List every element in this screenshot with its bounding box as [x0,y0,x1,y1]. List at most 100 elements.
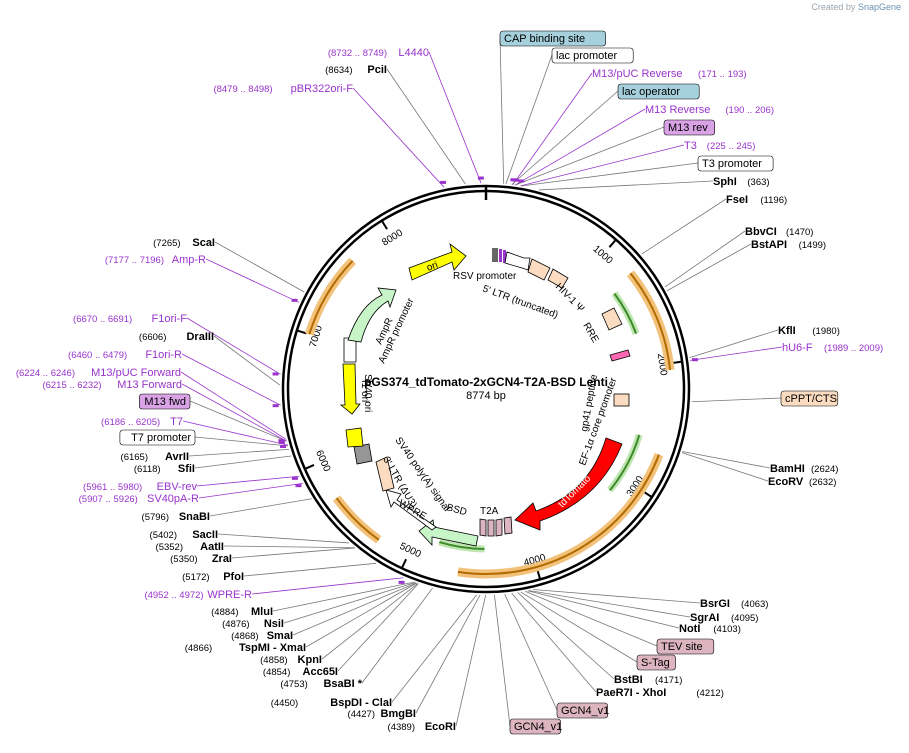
paer7i-label-group[interactable]: PaeR7I - XhoI(4212) [596,687,724,699]
sv40polya-feature[interactable] [353,443,373,465]
sv40par-label-group[interactable]: SV40pA-R(5907 .. 5926) [79,493,199,505]
wpre-feature[interactable] [385,489,437,531]
ltr5-feature[interactable] [527,258,551,281]
bmgbi-label-group[interactable]: BmgBI(4427) [348,708,416,720]
f1orir-label-group[interactable]: F1ori-R(6460 .. 6479) [68,349,182,361]
m13pucfwd-label-group[interactable]: M13/pUC Forward(6224 .. 6246) [16,367,181,379]
wprer-label-group[interactable]: WPRE-R(4952 .. 4972) [144,589,252,601]
gp41-feature[interactable] [609,349,631,362]
t2a-feature[interactable] [503,516,513,535]
credit-prefix: Created by [811,2,856,12]
f1orif-label-group[interactable]: F1ori-F(6670 .. 6691) [73,313,187,325]
sphi-label-group[interactable]: SphI(363) [713,176,770,188]
gcn4b-label-group[interactable]: GCN4_v1 [509,718,562,735]
fsei-leader [641,198,727,255]
cppt-feature[interactable] [613,393,630,407]
lacop-label-group[interactable]: lac operator [617,83,700,100]
m13rev-range: (190 .. 206) [725,105,774,116]
sphi-name: SphI [713,176,737,188]
bspdi-label-group[interactable]: BspDI - ClaI(4450) [271,697,392,709]
kfli-label-group[interactable]: KflI(1980) [778,325,840,337]
m13revbox-label-group[interactable]: M13 rev [663,119,716,136]
ltr3-feature[interactable] [375,456,395,492]
ecorv-label-group[interactable]: EcoRV(2632) [768,476,836,488]
t7-label-group[interactable]: T7(6186 .. 6205) [101,416,183,428]
l4440-leader [428,51,482,184]
noti-label-group[interactable]: NotI(4103) [679,623,741,635]
paer7i-leader [511,593,597,693]
l4440-label-group[interactable]: L4440(8732 .. 8749) [328,47,429,59]
avrii-pos: (6165) [121,452,148,463]
ecorv-pos: (2632) [809,477,836,488]
bstapi-label-group[interactable]: BstAPI(1499) [751,239,826,251]
cppt-leader [691,397,782,403]
bstbi-label-group[interactable]: BstBI(4171) [614,674,682,686]
t2a-label: T2A [480,506,499,517]
smai-label-group[interactable]: SmaI(4868) [231,630,293,642]
acc65i-pos: (4854) [263,667,290,678]
mlui-label-group[interactable]: MluI(4884) [211,606,273,618]
tspmi-label-group[interactable]: TspMI - XmaI(4866) [185,642,306,654]
stag-label-group[interactable]: S-Tag [636,654,676,671]
gcn4a-label-group[interactable]: GCN4_v1 [556,702,609,719]
bsrgi-label-group[interactable]: BsrGI(4063) [700,598,768,610]
nsii-name: NsiI [264,618,284,630]
m13fwd-label-group[interactable]: M13 Forward(6215 .. 6232) [42,379,182,391]
ampr-feature[interactable] [347,287,397,343]
draiii-label-group[interactable]: DraIII(6606) [139,331,214,343]
ebvrev-label-group[interactable]: EBV-rev(5961 .. 5980) [83,481,197,493]
psi-feature[interactable] [547,268,569,289]
zrai-label-group[interactable]: ZraI(5350) [170,553,232,565]
ruler-label: 5000 [398,541,423,561]
fsei-label-group[interactable]: FseI(1196) [726,194,787,206]
m13rev-leader [514,108,646,186]
f1ori-feature[interactable] [339,363,361,415]
pcii-label-group[interactable]: PciI(8634) [325,64,387,76]
sacii-label-group[interactable]: SacII(5402) [150,529,218,541]
sgrai-label-group[interactable]: SgrAI(4095) [690,612,758,624]
pbr322f-leader [352,87,445,188]
nsii-label-group[interactable]: NsiI(4876) [222,618,284,630]
m13fwdbox-label-group[interactable]: M13 fwd [139,393,191,410]
lacp-label-group[interactable]: lac promoter [551,47,634,64]
t7p-label-group[interactable]: T7 promoter [119,429,196,446]
m13pucrev-label-group[interactable]: M13/pUC Reverse(171 .. 193) [592,68,747,80]
pbr322f-label-group[interactable]: pBR322ori-F(8479 .. 8498) [213,83,353,95]
scai-label-group[interactable]: ScaI(7265) [153,237,215,249]
t3p-label-group[interactable]: T3 promoter [697,155,774,172]
m13rev-label-group[interactable]: M13 Reverse(190 .. 206) [645,104,774,116]
m13pucrev-range: (171 .. 193) [698,69,747,80]
bsabi-label-group[interactable]: BsaBI *(4753) [280,678,362,690]
bbvci-leader [664,230,746,288]
bamhi-label-group[interactable]: BamHI(2624) [770,463,838,475]
rsv-promoter-feature[interactable] [504,251,531,271]
m13pucfwd-primer-mark [278,439,285,443]
t3-label-group[interactable]: T3(225 .. 245) [684,140,755,152]
ori-feature[interactable] [408,243,467,281]
ecori-label-group[interactable]: EcoRI(4389) [388,721,456,733]
cppt-label-group[interactable]: cPPT/CTS [780,390,839,407]
acc65i-label-group[interactable]: Acc65I(4854) [263,666,338,678]
zrai-leader [231,547,355,559]
hu6f-label-group[interactable]: hU6-F(1989 .. 2009) [782,342,883,354]
kpni-label-group[interactable]: KpnI(4858) [260,654,322,666]
aatii-label-group[interactable]: AatII(5352) [156,541,224,553]
bbvci-label-group[interactable]: BbvCI(1470) [745,226,813,238]
sv40ori-feature[interactable] [345,427,364,448]
bamhi-name: BamHI [770,463,805,475]
tdtomato-feature[interactable] [514,437,623,531]
ampr-promoter-feature[interactable] [343,337,357,363]
stag-leader [520,591,638,663]
ebvrev-leader [196,475,300,487]
bsabi-leader [361,587,433,684]
sv40par-leader [198,482,303,499]
tev-label-group[interactable]: TEV site [656,638,715,655]
rre-feature[interactable] [601,307,623,331]
cap-label-group[interactable]: CAP binding site [499,30,606,47]
cppt-label: cPPT/CTS [785,393,837,405]
sfii-label-group[interactable]: SfiI(6118) [134,463,195,475]
pfoi-label-group[interactable]: PfoI(5172) [182,571,244,583]
snabi-label-group[interactable]: SnaBI(5796) [142,511,210,523]
ampr-label-group[interactable]: Amp-R(7177 .. 7196) [105,254,206,266]
avrii-label-group[interactable]: AvrII(6165) [121,451,189,463]
